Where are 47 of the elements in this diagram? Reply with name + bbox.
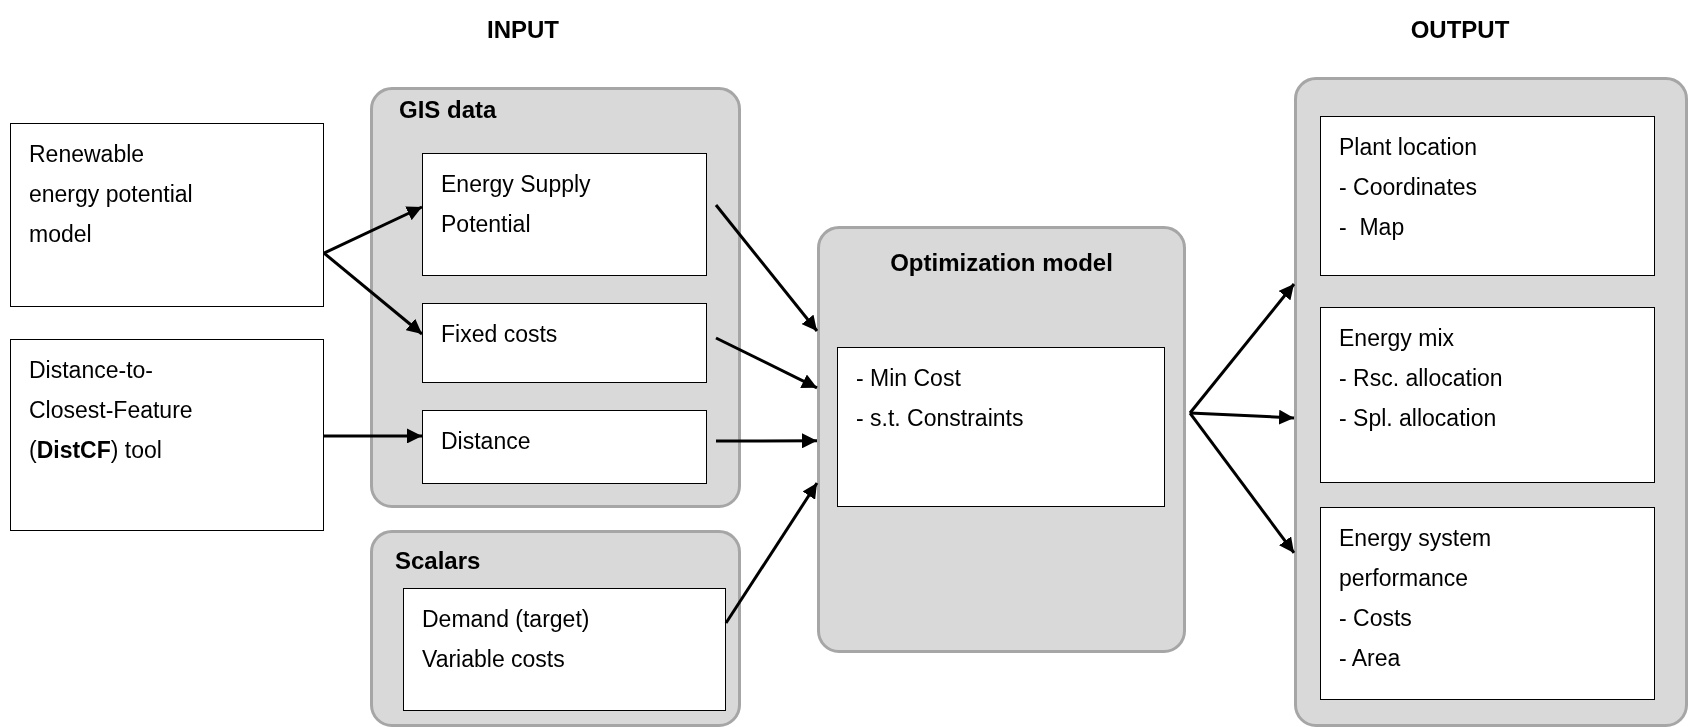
box-text: - Min Cost <box>856 364 962 393</box>
process-box <box>422 410 707 484</box>
process-box <box>1320 116 1655 276</box>
section-heading: OUTPUT <box>1410 16 1510 44</box>
list-item: - Costs <box>1339 604 1413 633</box>
box-text: Plant location <box>1339 133 1479 162</box>
arrow <box>724 482 819 624</box>
list-item: Variable costs <box>422 645 566 674</box>
process-box <box>10 339 324 531</box>
box-text: Fixed costs <box>441 320 559 349</box>
section-heading: INPUT <box>487 16 559 44</box>
group-panel <box>370 530 741 727</box>
box-text: Distance-to-Closest-Feature (DistCF) tool <box>29 356 194 465</box>
box-text: Energy Supply Potential <box>441 170 592 239</box>
arrow <box>1188 283 1296 414</box>
group-title: GIS data <box>399 96 497 124</box>
arrow <box>324 428 422 444</box>
arrow <box>1188 412 1296 554</box>
group-panel <box>817 226 1186 653</box>
arrow <box>714 204 819 332</box>
list-item: - Coordinates <box>1339 173 1479 202</box>
list-item: - Spl. allocation <box>1339 404 1498 433</box>
arrow <box>323 205 423 255</box>
process-box <box>422 153 707 276</box>
box-text: Renewable energy potential model <box>29 140 194 249</box>
process-box <box>10 123 324 307</box>
process-box <box>1320 507 1655 700</box>
list-item: - s.t. Constraints <box>856 404 1025 433</box>
arrow <box>323 251 423 336</box>
arrow <box>1189 409 1295 425</box>
group-title: Optimization model <box>889 249 1114 277</box>
box-text: Distance <box>441 427 532 456</box>
process-box <box>422 303 707 383</box>
process-box <box>837 347 1165 507</box>
group-panel <box>1294 77 1688 727</box>
arrow <box>716 433 817 449</box>
box-text: Demand (target) <box>422 605 591 634</box>
box-text: Energy system performance <box>1339 524 1493 593</box>
list-item: - Area <box>1339 644 1402 673</box>
group-panel <box>370 87 741 508</box>
box-text: Energy mix <box>1339 324 1456 353</box>
list-item: - Rsc. allocation <box>1339 364 1504 393</box>
arrow <box>715 336 818 390</box>
process-box <box>1320 307 1655 483</box>
group-title: Scalars <box>395 547 481 575</box>
process-box <box>403 588 726 711</box>
list-item: - Map <box>1339 213 1406 242</box>
